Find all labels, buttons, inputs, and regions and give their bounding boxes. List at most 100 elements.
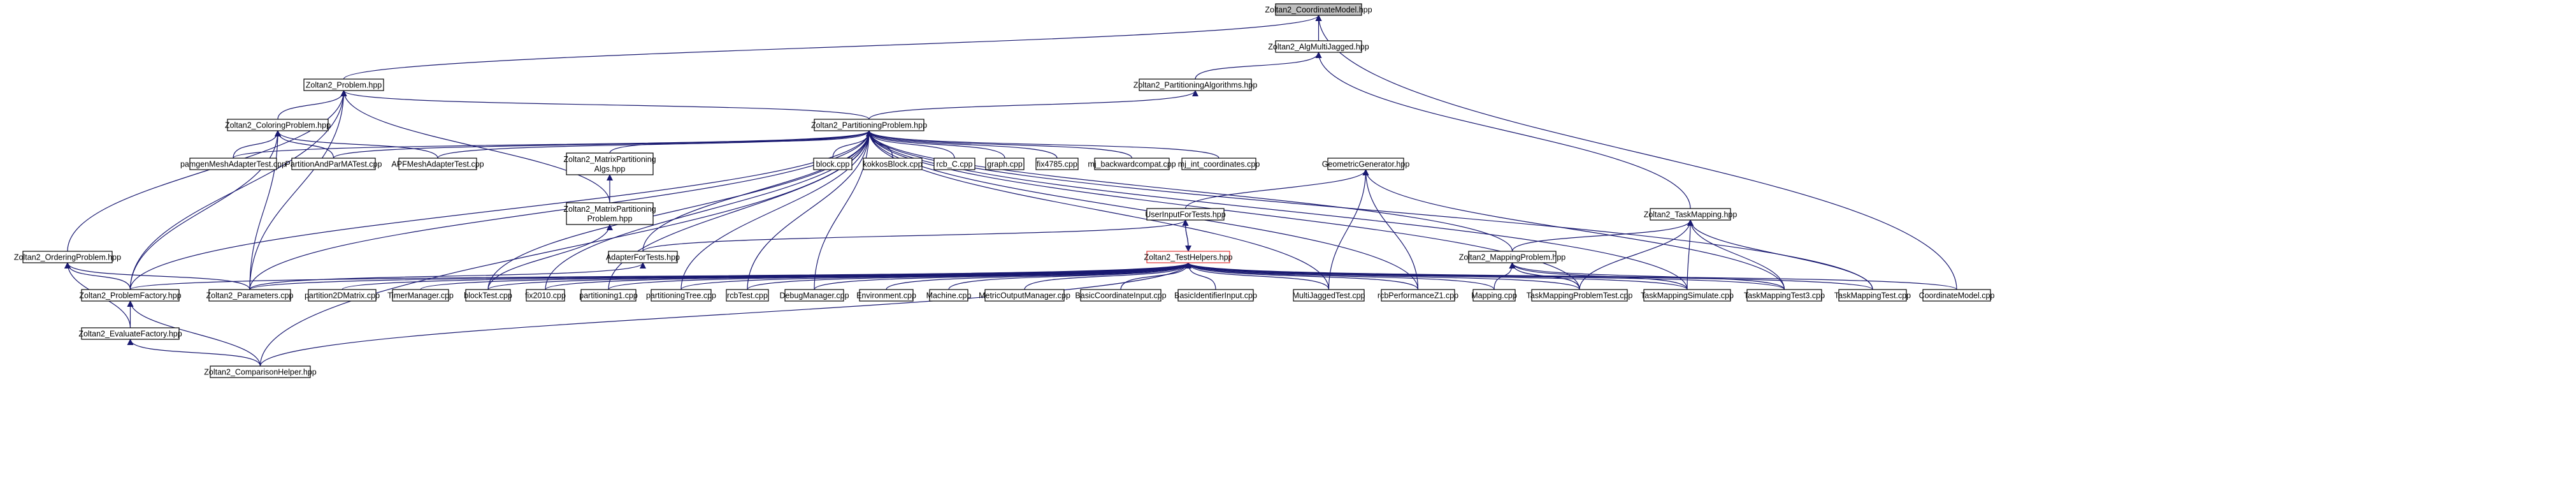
- node-label: Zoltan2_Parameters.cpp: [206, 291, 294, 300]
- include-edge: [129, 130, 281, 290]
- node-params[interactable]: Zoltan2_Parameters.cpp: [206, 289, 294, 302]
- include-edge: [866, 130, 1419, 290]
- node-label: BasicCoordinateInput.cpp: [1075, 291, 1166, 300]
- node-palg[interactable]: Zoltan2_PartitioningAlgorithms.hpp: [1133, 78, 1258, 91]
- node-cm_hpp[interactable]: Zoltan2_CoordinateModel.hpp: [1265, 3, 1372, 16]
- node-pp[interactable]: Zoltan2_PartitioningProblem.hpp: [811, 119, 927, 131]
- node-part1[interactable]: partitioning1.cpp: [579, 289, 638, 302]
- include-edge: [747, 262, 1191, 290]
- node-label: Zoltan2_MatrixPartitioning: [563, 205, 656, 214]
- node-cmcpp[interactable]: CoordinateModel.cpp: [1919, 289, 1995, 302]
- node-timer[interactable]: TimerManager.cpp: [387, 289, 454, 302]
- node-label: fix2010.cpp: [525, 291, 566, 300]
- node-machine[interactable]: Machine.cpp: [926, 289, 972, 302]
- node-geo[interactable]: GeometricGenerator.hpp: [1322, 158, 1410, 170]
- node-ef[interactable]: Zoltan2_EvaluateFactory.hpp: [78, 327, 182, 340]
- node-box: [465, 289, 511, 302]
- node-label: Zoltan2_OrderingProblem.hpp: [14, 253, 121, 262]
- node-label: kokkosBlock.cpp: [863, 160, 922, 169]
- node-op[interactable]: Zoltan2_OrderingProblem.hpp: [14, 251, 121, 263]
- node-color[interactable]: Zoltan2_ColoringProblem.hpp: [225, 119, 331, 131]
- node-kblock[interactable]: kokkosBlock.cpp: [863, 158, 923, 170]
- include-edge: [866, 130, 1330, 290]
- node-mjbc[interactable]: mj_backwardcompat.cpp: [1088, 158, 1176, 170]
- include-edge: [1185, 262, 1580, 290]
- node-fix4785[interactable]: fix4785.cpp: [1035, 158, 1079, 170]
- node-label: Problem.hpp: [587, 214, 633, 223]
- node-label: blockTest.cpp: [464, 291, 512, 300]
- node-label: CoordinateModel.cpp: [1919, 291, 1995, 300]
- node-amj[interactable]: Zoltan2_AlgMultiJagged.hpp: [1268, 40, 1369, 53]
- include-edge: [866, 130, 955, 159]
- node-label: block.cpp: [816, 160, 850, 169]
- node-ptree[interactable]: partitioningTree.cpp: [646, 289, 716, 302]
- include-edge: [866, 130, 1873, 290]
- node-block[interactable]: block.cpp: [813, 158, 853, 170]
- node-p2dm[interactable]: partition2DMatrix.cpp: [305, 289, 380, 302]
- node-pamgen[interactable]: pamgenMeshAdapterTest.cpp: [180, 158, 286, 170]
- node-box: [1746, 289, 1822, 302]
- node-rcbc[interactable]: rcb_C.cpp: [933, 158, 975, 170]
- node-tms[interactable]: TaskMappingSimulate.cpp: [1641, 289, 1734, 302]
- node-th[interactable]: Zoltan2_TestHelpers.hpp: [1144, 251, 1233, 263]
- node-ch[interactable]: Zoltan2_ComparisonHelper.hpp: [204, 365, 317, 378]
- node-mapprob[interactable]: Zoltan2_MappingProblem.hpp: [1459, 251, 1566, 263]
- node-label: Algs.hpp: [594, 165, 626, 173]
- include-edge: [259, 130, 872, 367]
- node-rcbp[interactable]: rcbPerformanceZ1.cpp: [1378, 289, 1458, 302]
- node-metric[interactable]: MetricOutputManager.cpp: [979, 289, 1070, 302]
- node-tmpt[interactable]: TaskMappingProblemTest.cpp: [1527, 289, 1633, 302]
- node-box: [1472, 289, 1516, 302]
- node-mjint[interactable]: mj_int_coordinates.cpp: [1178, 158, 1260, 170]
- include-edge: [340, 90, 870, 120]
- node-tmt[interactable]: TaskMappingTest.cpp: [1834, 289, 1911, 302]
- include-edge: [129, 90, 347, 290]
- node-rcbt[interactable]: rcbTest.cpp: [726, 289, 769, 302]
- node-bci[interactable]: BasicCoordinateInput.cpp: [1075, 289, 1167, 302]
- include-edge: [1315, 52, 1691, 209]
- node-debug[interactable]: DebugManager.cpp: [779, 289, 849, 302]
- node-mjt[interactable]: MultiJaggedTest.cpp: [1293, 289, 1365, 302]
- node-label: MultiJaggedTest.cpp: [1293, 291, 1365, 300]
- include-edge: [1185, 262, 1688, 290]
- node-box: [227, 119, 329, 131]
- node-box: [863, 158, 923, 170]
- include-edge: [1579, 219, 1694, 290]
- node-tm[interactable]: Zoltan2_TaskMapping.hpp: [1644, 208, 1738, 221]
- node-box: [566, 202, 654, 225]
- node-box: [22, 251, 113, 263]
- node-label: Zoltan2_ComparisonHelper.hpp: [204, 368, 317, 377]
- node-fix2010[interactable]: fix2010.cpp: [525, 289, 566, 302]
- include-edge: [680, 130, 872, 290]
- node-label: TaskMappingProblemTest.cpp: [1527, 291, 1633, 300]
- include-edge: [127, 300, 261, 367]
- include-edge: [249, 90, 347, 290]
- node-box: [580, 289, 637, 302]
- include-edge: [1185, 262, 1873, 290]
- node-pandp[interactable]: PartitionAndParMATest.cpp: [285, 158, 382, 170]
- node-box: [929, 289, 968, 302]
- node-btest[interactable]: blockTest.cpp: [464, 289, 512, 302]
- node-uift[interactable]: UserInputForTests.hpp: [1145, 208, 1226, 221]
- include-edge: [866, 130, 1058, 159]
- node-pf[interactable]: Zoltan2_ProblemFactory.hpp: [79, 289, 182, 302]
- include-edge: [1185, 262, 1495, 290]
- node-box: [1838, 289, 1907, 302]
- node-env[interactable]: Environment.cpp: [856, 289, 916, 302]
- node-box: [1922, 289, 1991, 302]
- node-prob[interactable]: Zoltan2_Problem.hpp: [303, 78, 384, 91]
- node-tmt3[interactable]: TaskMappingTest3.cpp: [1744, 289, 1825, 302]
- node-mapping[interactable]: Mapping.cpp: [1471, 289, 1517, 302]
- node-box: [398, 158, 477, 170]
- node-bii[interactable]: BasicIdentifierInput.cpp: [1174, 289, 1257, 302]
- node-box: [784, 289, 844, 302]
- node-apf[interactable]: APFMeshAdapterTest.cpp: [391, 158, 484, 170]
- node-graph[interactable]: graph.cpp: [985, 158, 1025, 170]
- include-edge: [437, 130, 872, 159]
- node-label: APFMeshAdapterTest.cpp: [391, 160, 484, 169]
- include-edge: [259, 262, 1191, 367]
- node-aft[interactable]: AdapterForTests.hpp: [606, 251, 680, 263]
- node-box: [566, 152, 654, 175]
